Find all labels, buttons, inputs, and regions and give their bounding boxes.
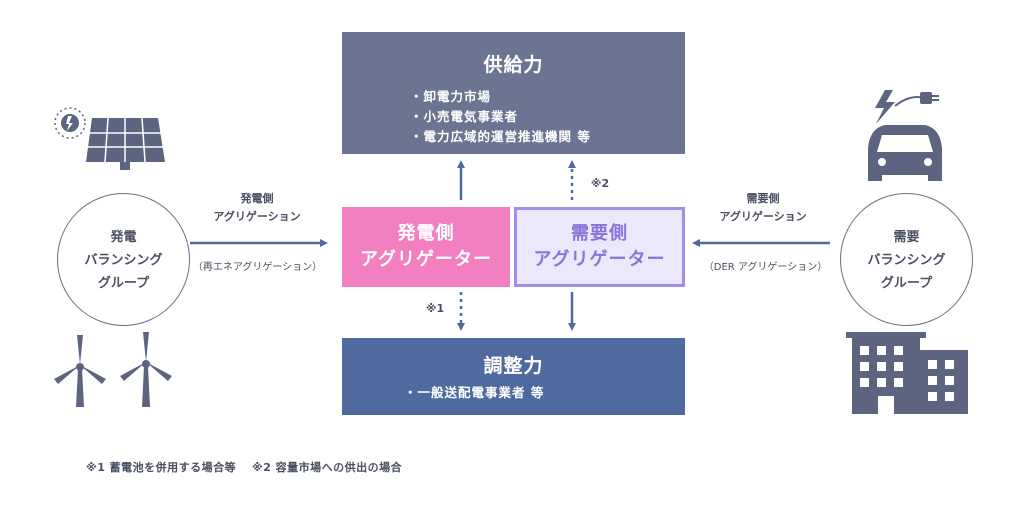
adjust-item: 一般送配電事業者 等 (404, 383, 544, 403)
right-group-line2: バランシング (867, 253, 946, 268)
supply-item: 小売電気事業者 (410, 107, 591, 127)
left-group-line2: バランシング (84, 253, 163, 268)
supply-item: 卸電力市場 (410, 87, 591, 107)
left-group-line3: グループ (97, 276, 150, 291)
note2-mark: ※2 (590, 177, 610, 190)
gen-agg-line1: 発電側 (397, 223, 455, 244)
demand-balancing-group: 需要 バランシング グループ (840, 193, 973, 326)
right-group-line1: 需要 (893, 230, 920, 245)
supply-item: 電力広域的運営推進機関 等 (410, 127, 591, 147)
solar-panel-icon (54, 107, 165, 170)
supply-box: 供給力 卸電力市場 小売電気事業者 電力広域的運営推進機関 等 (342, 32, 685, 154)
building-icon (846, 332, 968, 414)
right-arrow-sublabel: （DER アグリゲーション） (703, 262, 828, 273)
left-arrow-sublabel: （再エネアグリゲーション） (192, 262, 323, 273)
demand-aggregator-box: 需要側 アグリゲーター (514, 207, 685, 287)
left-arrow-label: 発電側 アグリゲーション (213, 192, 301, 223)
supply-title: 供給力 (483, 54, 544, 76)
wind-turbine-icon (54, 332, 172, 407)
adjust-list: 一般送配電事業者 等 (404, 383, 544, 403)
left-group-line1: 発電 (110, 230, 137, 245)
dem-agg-line1: 需要側 (571, 223, 628, 244)
note1-mark: ※1 (425, 302, 445, 315)
adjust-title: 調整力 (483, 355, 544, 377)
footnote: ※1 蓄電池を併用する場合等 ※2 容量市場への供出の場合 (86, 461, 403, 474)
right-group-line3: グループ (880, 276, 933, 291)
generation-aggregator-box: 発電側 アグリゲーター (342, 207, 510, 287)
ev-car-icon (868, 90, 942, 181)
dem-agg-line2: アグリゲーター (533, 249, 666, 270)
gen-agg-line2: アグリゲーター (359, 249, 493, 270)
generation-balancing-group: 発電 バランシング グループ (57, 193, 190, 326)
right-arrow-label: 需要側 アグリゲーション (719, 192, 807, 223)
adjustment-box: 調整力 一般送配電事業者 等 (342, 338, 685, 415)
supply-list: 卸電力市場 小売電気事業者 電力広域的運営推進機関 等 (410, 87, 591, 147)
